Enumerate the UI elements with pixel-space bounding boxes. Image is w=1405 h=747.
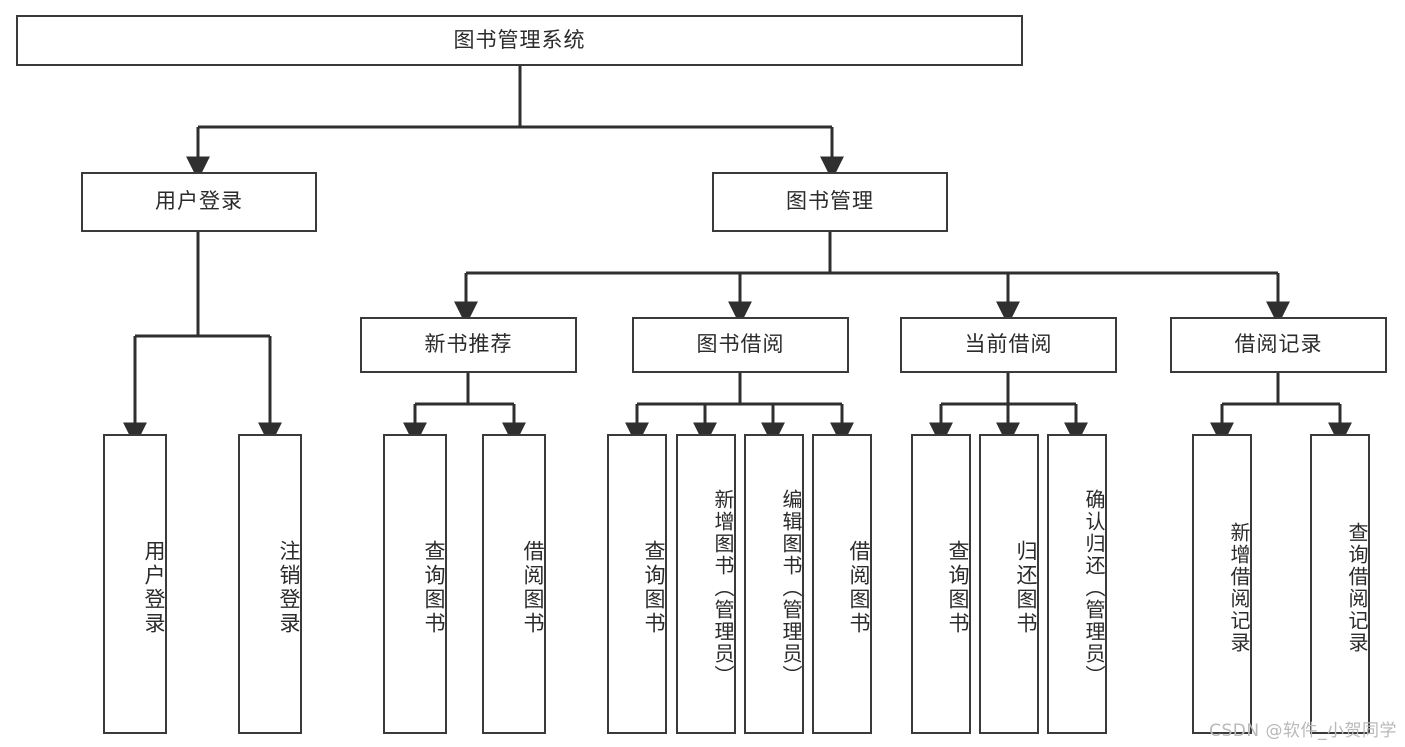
node-leaf-borrow-book-1-label: 借阅图书 — [521, 540, 545, 636]
node-borrow-record-label: 借阅记录 — [1234, 332, 1323, 357]
node-leaf-return-book[interactable]: 归还图书 — [979, 434, 1039, 734]
node-leaf-add-record-label: 新增借阅记录 — [1227, 522, 1251, 654]
watermark: CSDN @软件_小贺同学 — [1209, 721, 1397, 741]
node-leaf-edit-book[interactable]: 编辑图书（管理员） — [744, 434, 804, 734]
node-leaf-borrow-book-2-label: 借阅图书 — [847, 540, 871, 636]
node-leaf-borrow-book-1[interactable]: 借阅图书 — [482, 434, 546, 734]
node-leaf-logout-login[interactable]: 注销登录 — [238, 434, 302, 734]
node-leaf-confirm-return-label: 确认归还（管理员） — [1082, 489, 1106, 687]
node-user-login-label: 用户登录 — [155, 189, 243, 214]
node-leaf-user-login[interactable]: 用户登录 — [103, 434, 167, 734]
node-book-borrow[interactable]: 图书借阅 — [632, 317, 849, 373]
node-leaf-edit-book-label: 编辑图书（管理员） — [779, 489, 803, 687]
node-leaf-user-login-label: 用户登录 — [142, 540, 166, 636]
node-book-borrow-label: 图书借阅 — [696, 332, 785, 357]
node-leaf-add-record[interactable]: 新增借阅记录 — [1192, 434, 1252, 734]
node-leaf-query-book-3-label: 查询图书 — [946, 540, 970, 636]
node-leaf-query-book-2[interactable]: 查询图书 — [607, 434, 667, 734]
node-leaf-confirm-return[interactable]: 确认归还（管理员） — [1047, 434, 1107, 734]
node-user-login[interactable]: 用户登录 — [81, 172, 317, 232]
node-book-management[interactable]: 图书管理 — [712, 172, 948, 232]
node-current-borrow-label: 当前借阅 — [964, 332, 1053, 357]
node-leaf-borrow-book-2[interactable]: 借阅图书 — [812, 434, 872, 734]
node-leaf-query-book-2-label: 查询图书 — [642, 540, 666, 636]
node-book-management-label: 图书管理 — [786, 189, 874, 214]
node-leaf-add-book-label: 新增图书（管理员） — [711, 489, 735, 687]
node-leaf-return-book-label: 归还图书 — [1014, 540, 1038, 636]
node-leaf-logout-login-label: 注销登录 — [277, 540, 301, 636]
node-leaf-query-book-1-label: 查询图书 — [422, 540, 446, 636]
node-leaf-query-record[interactable]: 查询借阅记录 — [1310, 434, 1370, 734]
node-leaf-query-book-1[interactable]: 查询图书 — [383, 434, 447, 734]
node-leaf-query-record-label: 查询借阅记录 — [1345, 522, 1369, 654]
node-leaf-add-book[interactable]: 新增图书（管理员） — [676, 434, 736, 734]
node-root[interactable]: 图书管理系统 — [16, 15, 1023, 66]
node-borrow-record[interactable]: 借阅记录 — [1170, 317, 1387, 373]
node-current-borrow[interactable]: 当前借阅 — [900, 317, 1117, 373]
node-new-book-recommend-label: 新书推荐 — [424, 332, 513, 357]
node-new-book-recommend[interactable]: 新书推荐 — [360, 317, 577, 373]
node-root-label: 图书管理系统 — [453, 27, 586, 52]
node-leaf-query-book-3[interactable]: 查询图书 — [911, 434, 971, 734]
